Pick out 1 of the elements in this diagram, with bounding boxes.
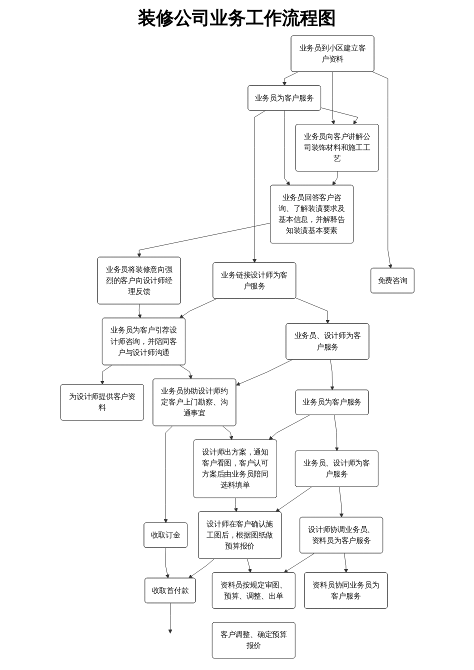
diagram-title: 装修公司业务工作流程图	[137, 7, 337, 30]
